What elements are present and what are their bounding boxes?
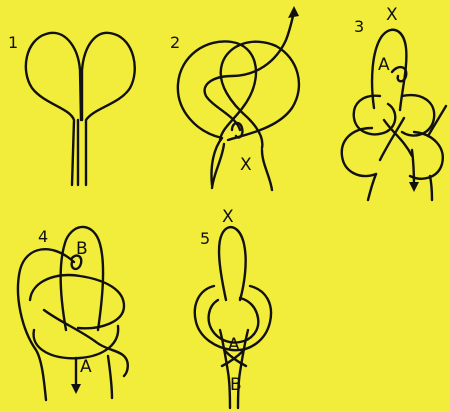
step-5-label-b: B	[230, 375, 242, 395]
step-2-number: 2	[170, 33, 180, 52]
step-5-label-x: X	[222, 207, 234, 227]
step-1-number: 1	[8, 33, 18, 52]
step-3-label-x: X	[386, 5, 398, 25]
step-5-label-a: A	[228, 335, 240, 355]
step-3-label-a: A	[378, 55, 390, 75]
step-5-number: 5	[200, 229, 210, 248]
step-3-number: 3	[354, 17, 364, 36]
step-2-label-x: X	[240, 155, 252, 175]
step-4-number: 4	[38, 227, 48, 246]
step-4-label-a: A	[80, 357, 92, 377]
